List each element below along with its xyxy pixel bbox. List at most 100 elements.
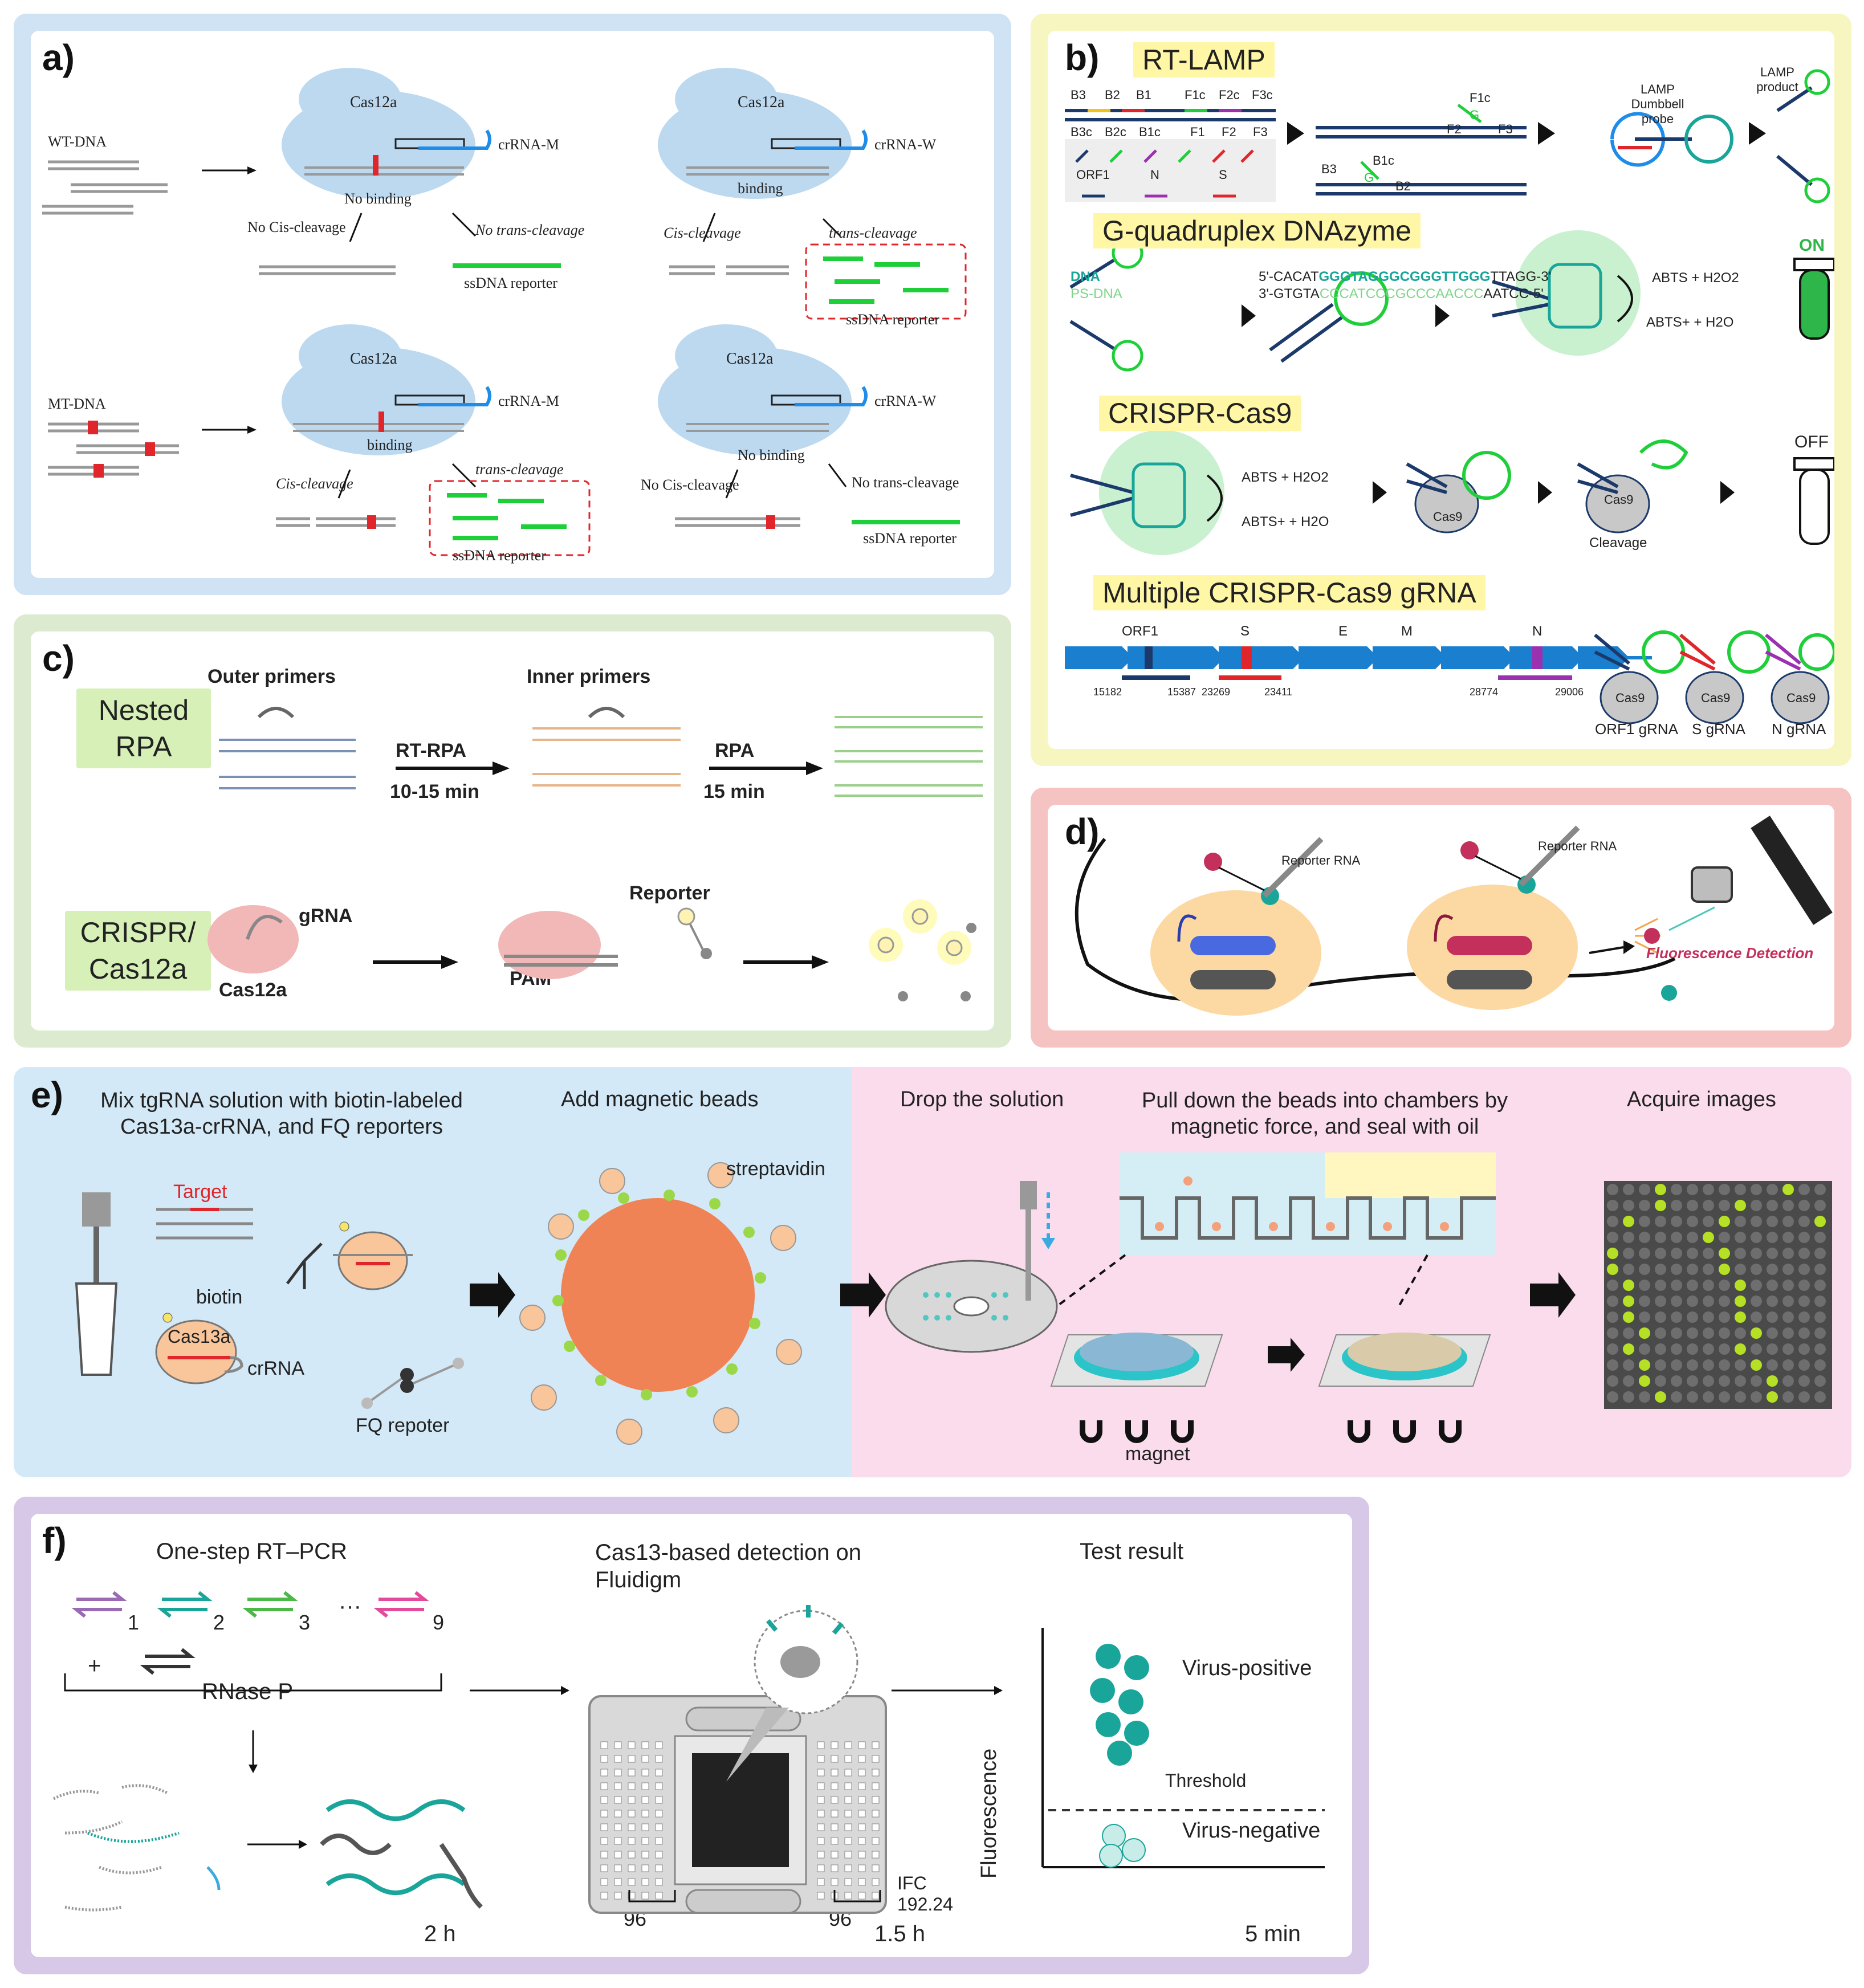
chip-port (655, 1837, 663, 1845)
well-dot (1687, 1216, 1698, 1227)
well-dot (1655, 1216, 1666, 1227)
s-grna: S gRNA (1692, 720, 1745, 738)
chip-port (655, 1810, 663, 1818)
well-dot (1735, 1184, 1746, 1195)
cas9-label-2: Cas9 (1604, 492, 1634, 507)
well-dot (1767, 1264, 1778, 1275)
well-dot (1623, 1391, 1634, 1403)
grna-label: gRNA (299, 905, 353, 927)
well-dot (1751, 1343, 1762, 1355)
well-dot (1719, 1280, 1730, 1291)
well-dot (1639, 1391, 1650, 1403)
abts-h2o2-1: ABTS + H2O2 (1652, 270, 1739, 286)
well-dot (1671, 1296, 1682, 1307)
crrna-label: crRNA (247, 1358, 305, 1379)
coord-6: 29006 (1555, 686, 1584, 698)
well-dot (1782, 1184, 1794, 1195)
well-dot (1719, 1343, 1730, 1355)
well-dot (1655, 1232, 1666, 1243)
well-dot (1703, 1184, 1714, 1195)
step1-text: Mix tgRNA solution with biotin-labeled C… (100, 1089, 463, 1139)
well-dot (1639, 1375, 1650, 1387)
step5-text: Acquire images (1627, 1087, 1776, 1111)
well-dot (1639, 1184, 1650, 1195)
well-dot (1751, 1391, 1762, 1403)
genome-orf1: ORF1 (1122, 624, 1159, 639)
magnet-label: magnet (1125, 1443, 1190, 1465)
crrna-m-label-2: crRNA-M (498, 393, 559, 409)
cas12a-label: Cas12a (219, 979, 287, 1001)
fluorescence-detection: Fluorescence Detection (1646, 944, 1814, 962)
well-dot (1719, 1327, 1730, 1339)
well-dot (1814, 1216, 1826, 1227)
well-dot (1798, 1391, 1810, 1403)
well-dot (1687, 1327, 1698, 1339)
orf1-grna: ORF1 gRNA (1595, 720, 1678, 738)
chip-port (600, 1823, 608, 1831)
well-dot (1703, 1296, 1714, 1307)
well-dot (1623, 1359, 1634, 1371)
well-dot (1798, 1327, 1810, 1339)
chip-port (600, 1837, 608, 1845)
chip-port (858, 1810, 866, 1818)
chip-port (641, 1755, 649, 1763)
chip-port (844, 1864, 852, 1872)
well-dot (1735, 1311, 1746, 1323)
well-dot (1607, 1311, 1618, 1323)
well-dot (1735, 1343, 1746, 1355)
panel-b-diagram (1065, 69, 1834, 724)
chip-port (600, 1878, 608, 1886)
well-dot (1814, 1264, 1826, 1275)
well-dot (1655, 1311, 1666, 1323)
well-dot (1735, 1359, 1746, 1371)
well-dot (1703, 1359, 1714, 1371)
chip-port (858, 1755, 866, 1763)
well-dot (1639, 1248, 1650, 1259)
cas13-title: Cas13-based detection on Fluidigm (595, 1540, 861, 1592)
rt-rpa-time: 10-15 min (390, 781, 479, 802)
rtpcr-title: One-step RT–PCR (156, 1539, 347, 1564)
well-dot (1798, 1343, 1810, 1355)
gene-orf1: ORF1 (1076, 168, 1110, 182)
chip-port (600, 1782, 608, 1790)
well-dot (1671, 1311, 1682, 1323)
well-dot (1782, 1280, 1794, 1291)
chip-port (655, 1892, 663, 1900)
well-dot (1767, 1216, 1778, 1227)
well-dot (1703, 1280, 1714, 1291)
well-dot (1671, 1200, 1682, 1211)
plus-sign: + (88, 1653, 101, 1679)
well-dot (1767, 1343, 1778, 1355)
well-dot (1782, 1296, 1794, 1307)
well-dot (1703, 1264, 1714, 1275)
well-dot (1655, 1280, 1666, 1291)
well-dot (1767, 1200, 1778, 1211)
cis-2: Cis-cleavage (276, 475, 353, 492)
well-dot (1782, 1216, 1794, 1227)
well-dot (1607, 1296, 1618, 1307)
well-dot (1607, 1264, 1618, 1275)
well-dot (1751, 1280, 1762, 1291)
chip-port (628, 1782, 636, 1790)
well-dot (1719, 1391, 1730, 1403)
chip-port (872, 1769, 880, 1777)
result-title: Test result (1080, 1539, 1184, 1564)
chip-port (641, 1769, 649, 1777)
well-dot (1782, 1200, 1794, 1211)
well-dot (1814, 1343, 1826, 1355)
chip-port (858, 1864, 866, 1872)
chip-port (628, 1741, 636, 1749)
well-dot (1798, 1232, 1810, 1243)
chip-port (614, 1864, 622, 1872)
well-dot (1607, 1280, 1618, 1291)
rpa-label: RPA (715, 740, 755, 761)
num-9: 9 (433, 1611, 445, 1634)
chip-port (844, 1851, 852, 1859)
well-dot (1703, 1232, 1714, 1243)
seq-top-b: GGGTAGGGCGGGTTGGG (1318, 269, 1491, 284)
well-dot (1687, 1184, 1698, 1195)
cas9-grna-2: Cas9 (1701, 691, 1731, 705)
seq-bottom: 3'-GTGTACCCATCCCGCCCAACCCAATCC-5' (1259, 286, 1544, 302)
well-dot (1814, 1359, 1826, 1371)
chip-port (614, 1878, 622, 1886)
